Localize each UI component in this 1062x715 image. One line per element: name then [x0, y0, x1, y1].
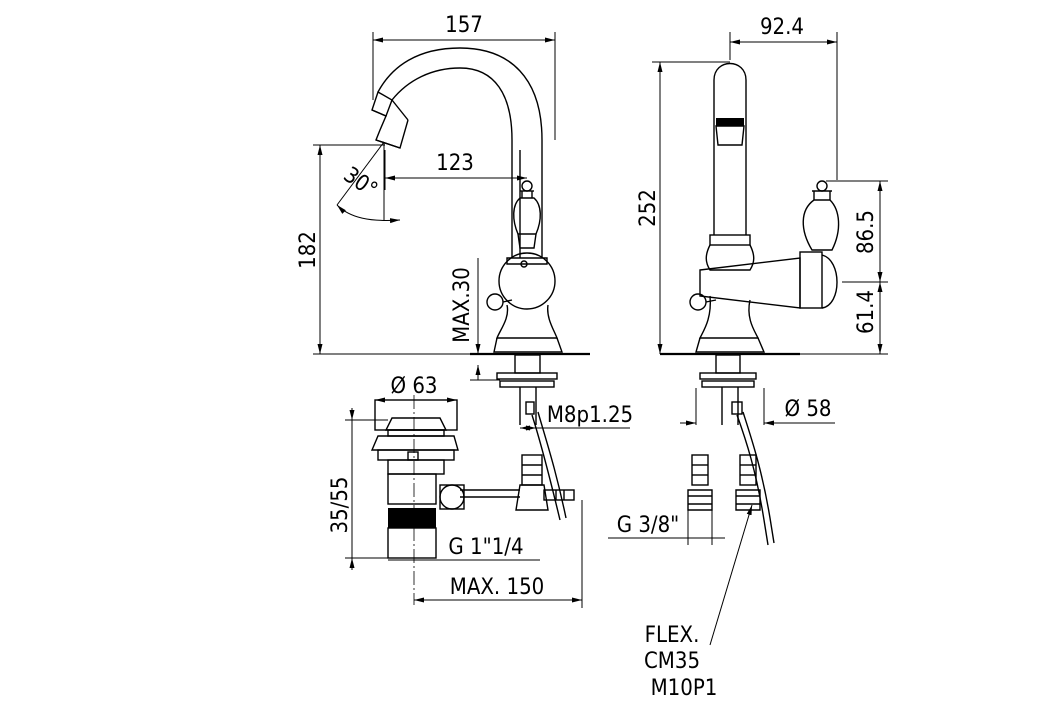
dim-drain-height: 35/55: [328, 476, 353, 533]
dim-spout-reach: 123: [436, 151, 474, 176]
dim-spout-angle: 30°: [339, 163, 382, 204]
dim-supply-thread: G 3/8": [617, 513, 680, 538]
dimension-lines: [313, 32, 888, 646]
dim-max-deck: MAX.30: [450, 267, 475, 343]
front-view-faucet: [660, 63, 840, 546]
dim-body-height: 61.4: [854, 290, 879, 334]
side-view-faucet: [371, 47, 590, 521]
dim-total-height: 252: [636, 189, 661, 227]
note-flex-line2: CM35: [644, 649, 700, 674]
dim-drain-thread: G 1"1/4: [448, 535, 523, 560]
dim-thread: M8p1.25: [547, 403, 633, 428]
dim-front-width: 92.4: [760, 15, 804, 40]
note-flex-line1: FLEX.: [645, 623, 700, 648]
pop-up-drain: [370, 395, 465, 605]
dim-side-width: 157: [445, 13, 483, 38]
dim-handle-height: 86.5: [854, 210, 879, 254]
note-flex-line3: M10P1: [651, 676, 718, 701]
dim-drain-diameter: Ø 63: [390, 374, 437, 399]
dim-max-length: MAX. 150: [450, 575, 545, 600]
dim-spout-height: 182: [296, 231, 321, 269]
dim-base-diameter: Ø 58: [784, 397, 831, 422]
